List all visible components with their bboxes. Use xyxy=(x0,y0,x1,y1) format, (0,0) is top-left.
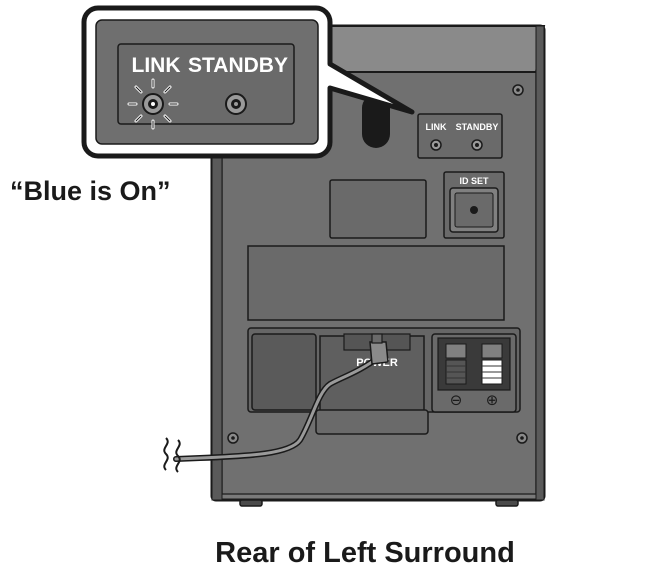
rear-recess-panel xyxy=(247,245,505,321)
id-set-label: ID SET xyxy=(459,176,489,186)
standby-indicator xyxy=(225,93,247,115)
screw-bottom-right xyxy=(516,432,528,444)
power-plug xyxy=(369,333,389,365)
negative-terminal[interactable] xyxy=(445,343,467,385)
status-text: “Blue is On” xyxy=(10,176,171,206)
screw-bottom-left xyxy=(227,432,239,444)
wall-mount-keyhole xyxy=(362,94,390,148)
rear-standby-indicator xyxy=(471,139,483,151)
callout-link-label: LINK xyxy=(132,54,181,77)
power-cord xyxy=(163,353,383,473)
id-set-button[interactable]: ID SET xyxy=(443,171,505,239)
positive-terminal[interactable] xyxy=(481,343,503,385)
screw-top-right xyxy=(512,84,524,96)
rear-link-indicator xyxy=(430,139,442,151)
rear-indicator-panel: LINK STANDBY xyxy=(417,113,503,159)
link-indicator-lit xyxy=(127,78,179,130)
label-plate xyxy=(329,179,427,239)
rear-standby-label: STANDBY xyxy=(456,122,499,132)
negative-symbol: ⊖ xyxy=(450,391,463,409)
callout-standby-label: STANDBY xyxy=(188,54,288,77)
positive-symbol: ⊕ xyxy=(486,391,499,409)
speaker-terminals: ⊖ ⊕ xyxy=(431,333,517,413)
diagram-caption: Rear of Left Surround xyxy=(215,537,515,569)
rear-link-label: LINK xyxy=(426,122,447,132)
